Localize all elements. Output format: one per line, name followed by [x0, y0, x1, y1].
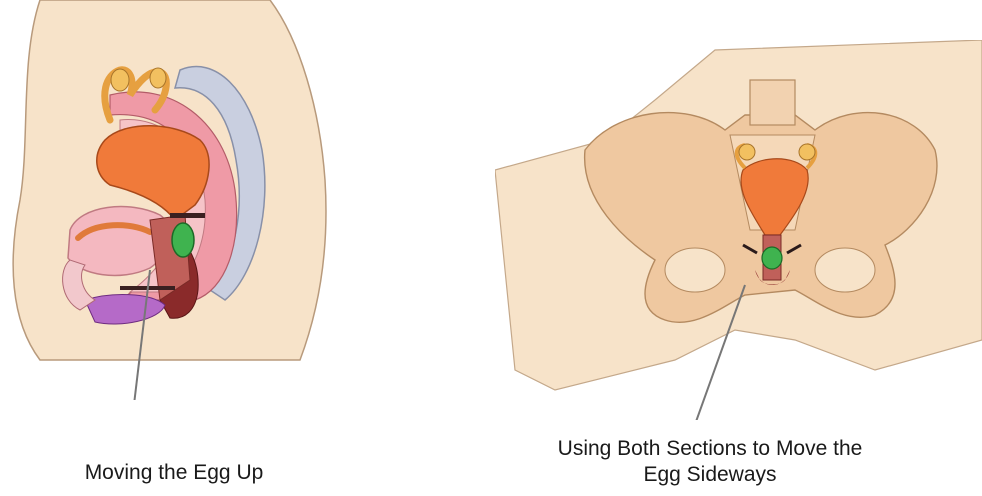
- egg-shape-front: [762, 247, 782, 269]
- ovary-front-left: [739, 144, 755, 160]
- caption-moving-egg-up: Moving the Egg Up: [44, 460, 304, 486]
- muscle-bar-top: [170, 213, 205, 218]
- ovary-left: [111, 69, 129, 91]
- ovary-front-right: [799, 144, 815, 160]
- obturator-right: [815, 248, 875, 292]
- caption-both-sections: Using Both Sections to Move the Egg Side…: [500, 436, 920, 488]
- egg-shape: [172, 223, 194, 257]
- caption-line-1: Using Both Sections to Move the: [500, 436, 920, 462]
- obturator-left: [665, 248, 725, 292]
- caption-line-2: Egg Sideways: [500, 462, 920, 488]
- front-view-figure: [495, 40, 982, 420]
- spine-top: [750, 80, 795, 125]
- pelvis-side-section-illustration: [0, 0, 345, 400]
- side-view-figure: [0, 0, 345, 400]
- ovary-right: [150, 68, 166, 88]
- pelvis-front-view-illustration: [495, 40, 982, 420]
